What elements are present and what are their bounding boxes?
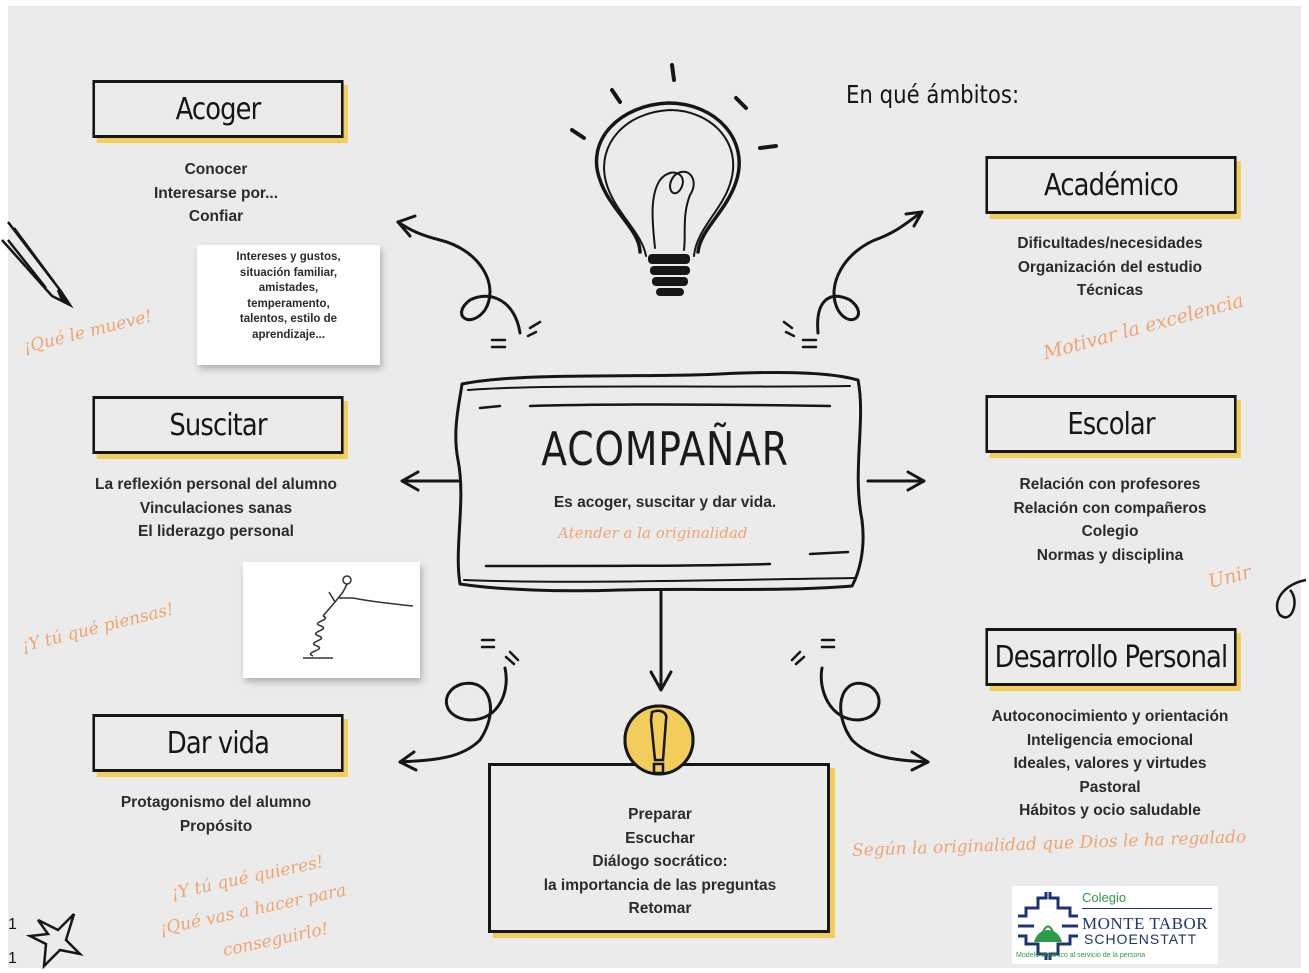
motion-ticks <box>480 320 836 666</box>
list-item: La reflexión personal del alumno <box>94 476 338 493</box>
list-item: El liderazgo personal <box>138 523 294 540</box>
arrow-to-desarrollo-head <box>910 750 930 772</box>
list-acoger: Conocer Interesarse por... Confiar <box>100 158 332 229</box>
list-item: Dificultades/necesidades <box>1017 235 1203 252</box>
box-academico-title: Académico <box>1044 167 1179 203</box>
list-item: Propósito <box>179 817 253 835</box>
arrow-to-desarrollo <box>819 666 930 764</box>
star-icon <box>25 913 84 970</box>
sketch-image <box>243 562 420 678</box>
box-dar-vida-title: Dar vida <box>166 725 270 761</box>
corner-mark: 1 <box>8 916 17 933</box>
arrow-to-academico <box>816 210 924 335</box>
list-desarrollo: Autoconocimiento y orientación Inteligen… <box>940 705 1280 823</box>
arrow-to-suscitar <box>400 470 460 492</box>
bulb-outline <box>594 101 741 254</box>
center-subtitle: Es acoger, suscitar y dar vida. <box>553 494 777 511</box>
box-suscitar: Suscitar <box>92 396 344 454</box>
pencil-icon <box>1 221 74 309</box>
list-item: Normas y disciplina <box>1036 546 1184 564</box>
arrow-to-academico-head <box>904 210 924 228</box>
list-academico: Dificultades/necesidades Organización de… <box>960 232 1260 303</box>
list-item: Preparar <box>628 806 692 823</box>
box-acoger-title: Acoger <box>175 91 262 127</box>
box-dar-vida: Dar vida <box>92 714 344 772</box>
logo-name-2: SCHOENSTATT <box>1084 931 1198 947</box>
note-line: talentos, estilo de <box>239 313 338 325</box>
list-dar-vida: Protagonismo del alumno Propósito <box>60 791 372 838</box>
note-acoger: Intereses y gustos, situación familiar, … <box>197 245 380 365</box>
arrow-to-dar-vida-head <box>398 750 418 772</box>
list-item: Hábitos y ocio saludable <box>1019 802 1201 819</box>
box-academico: Académico <box>985 156 1237 214</box>
list-item: Diálogo socrático: <box>592 853 728 870</box>
logo-name-1: MONTE TABOR <box>1082 914 1209 933</box>
list-item: Retomar <box>628 900 692 917</box>
box-desarrollo-personal: Desarrollo Personal <box>985 628 1237 686</box>
logo-tagline: Modelo orgánico al servicio de la person… <box>1016 952 1146 959</box>
box-desarrollo-title: Desarrollo Personal <box>994 639 1228 675</box>
section-heading: En qué ámbitos: <box>846 80 1020 109</box>
list-suscitar: La reflexión personal del alumno Vincula… <box>40 473 392 544</box>
logo-colegio: Colegio <box>1082 890 1127 905</box>
list-item: Vinculaciones sanas <box>139 499 293 517</box>
quote-line-top <box>478 403 832 410</box>
spring-jumper-sketch <box>303 575 414 659</box>
list-item: Relación con compañeros <box>1013 499 1207 517</box>
list-item: Escuchar <box>625 829 695 847</box>
box-suscitar-title: Suscitar <box>169 407 267 443</box>
box-escolar: Escolar <box>985 395 1237 453</box>
box-acoger: Acoger <box>92 80 344 138</box>
center-frame-inner <box>463 385 857 583</box>
bulb-filament <box>651 170 695 251</box>
center-frame <box>454 370 865 593</box>
arrow-to-escolar <box>866 470 926 492</box>
list-item: Interesarse por... <box>153 184 279 202</box>
list-item: Protagonismo del alumno <box>120 794 312 811</box>
list-escolar: Relación con profesores Relación con com… <box>960 473 1260 567</box>
arrow-to-acoger-head <box>396 214 417 238</box>
list-item: Inteligencia emocional <box>1026 731 1194 749</box>
quote-line-bottom <box>484 550 850 568</box>
list-item: Confiar <box>188 208 244 225</box>
note-line: temperamento, <box>247 297 330 310</box>
arrow-to-acoger <box>396 220 522 335</box>
list-item: Organización del estudio <box>1017 258 1203 276</box>
note-line: Intereses y gustos, <box>236 251 341 263</box>
bulb-outline-2 <box>603 109 735 257</box>
logo-emblem <box>1018 892 1078 960</box>
arrow-to-dar-vida <box>398 666 508 764</box>
bulb-rays <box>570 63 778 150</box>
list-item: Ideales, valores y virtudes <box>1013 755 1207 772</box>
list-item: Pastoral <box>1079 778 1141 796</box>
note-line: aprendizaje... <box>252 328 325 341</box>
note-line: amistades, <box>258 282 319 294</box>
list-bottom: Preparar Escuchar Diálogo socrático: la … <box>490 803 830 921</box>
note-line: situación familiar, <box>239 266 338 279</box>
box-escolar-title: Escolar <box>1067 406 1155 442</box>
bulb-base <box>648 254 690 296</box>
center-title: ACOMPAÑAR <box>541 422 789 476</box>
list-item: Colegio <box>1081 523 1139 540</box>
list-item: Autoconocimiento y orientación <box>991 708 1229 725</box>
list-item: Conocer <box>184 161 248 178</box>
loop-doodle <box>1275 578 1307 619</box>
corner-mark: 1 <box>8 950 17 967</box>
bottom-box <box>488 763 830 933</box>
arrow-down <box>649 590 673 692</box>
center-script: Atender a la originalidad <box>558 524 748 542</box>
list-item: Relación con profesores <box>1019 476 1201 493</box>
list-item: la importancia de las preguntas <box>543 876 777 894</box>
list-item: Técnicas <box>1076 282 1144 299</box>
school-logo: Colegio MONTE TABOR SCHOENSTATT Modelo o… <box>1012 886 1218 964</box>
